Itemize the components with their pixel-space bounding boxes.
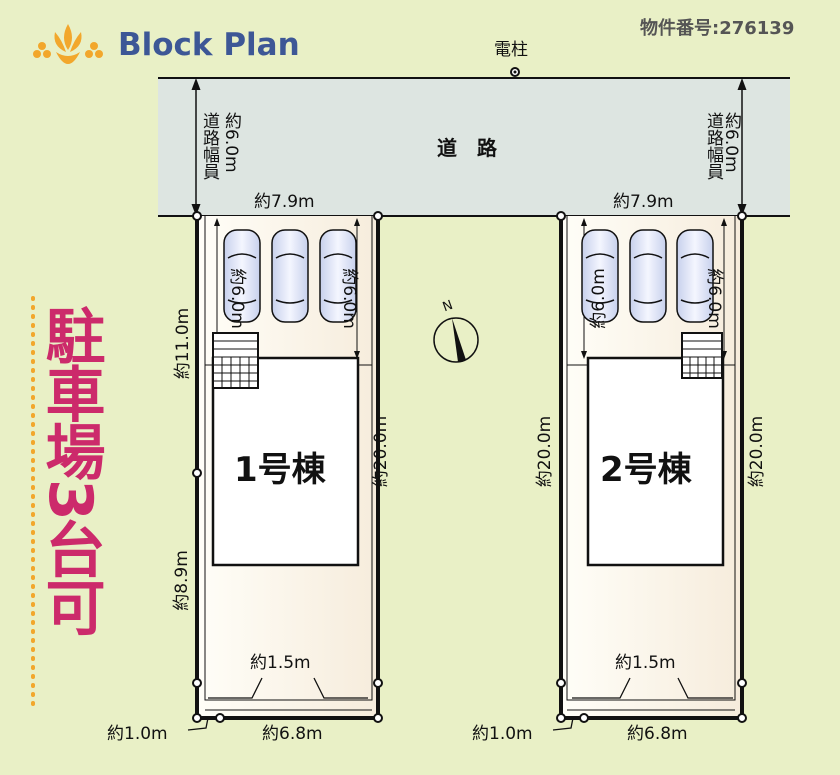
parking-banner: 駐車場3台可 [35, 305, 105, 635]
lot1-side-upper: 約11.0m [173, 307, 194, 380]
road-width-value-left: 約6.0m [221, 112, 241, 173]
road [158, 77, 790, 217]
lot1-depth: 約20.0m [371, 415, 392, 488]
lot2-parking-depth-a: 約6.0m [588, 268, 609, 329]
lot2-depth-left: 約20.0m [535, 415, 556, 488]
building-1-label: 1号棟 [234, 450, 326, 490]
lot2-rear-inner: 約1.5m [615, 653, 676, 673]
utility-pole-icon [510, 67, 520, 77]
lot1-parking-depth-a: 約6.0m [226, 268, 247, 329]
lot1-rear-gap: 約1.0m [107, 724, 168, 744]
car-icon [223, 229, 261, 323]
lot2-frontage: 約7.9m [613, 192, 674, 212]
lot2-rear-width: 約6.8m [627, 724, 688, 744]
pole-label: 電柱 [494, 40, 528, 60]
property-number: 物件番号:276139 [640, 18, 795, 39]
lot1-rear-width: 約6.8m [262, 724, 323, 744]
stairs-icon [681, 332, 723, 379]
car-icon [629, 229, 667, 323]
lot1-rear-inner: 約1.5m [250, 653, 311, 673]
road-width-title-left: 道路幅員 [199, 112, 219, 180]
lotus-logo-icon [33, 24, 103, 64]
lot1-frontage: 約7.9m [254, 192, 315, 212]
car-icon [319, 229, 357, 323]
page-title: Block Plan [118, 27, 300, 63]
building-2-label: 2号棟 [600, 450, 692, 490]
car-icon [581, 229, 619, 323]
lot2-depth: 約20.0m [747, 415, 768, 488]
road-width-value-right: 約6.0m [721, 112, 741, 173]
road-width-title-right: 道路幅員 [703, 112, 723, 180]
lot2-parking-depth-b: 約6.0m [703, 268, 724, 329]
lot1-parking-depth-b: 約6.0m [338, 268, 359, 329]
car-icon [676, 229, 714, 323]
lot1-side-lower: 約8.9m [171, 550, 192, 611]
car-icon [271, 229, 309, 323]
road-label: 道 路 [437, 136, 497, 160]
compass-icon [433, 317, 479, 363]
lot2-rear-gap: 約1.0m [472, 724, 533, 744]
stairs-icon [212, 332, 259, 389]
